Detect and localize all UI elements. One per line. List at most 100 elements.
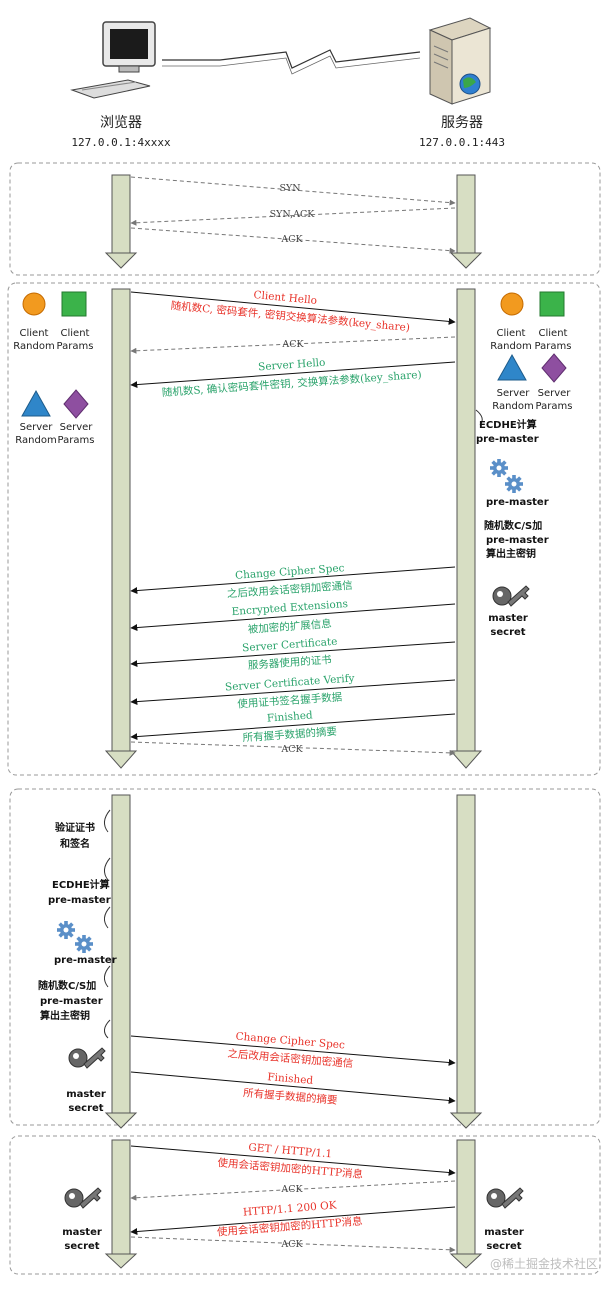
tcp-handshake-panel: SYN SYN,ACK ACK bbox=[9, 162, 601, 276]
http-ack-arrow-1 bbox=[130, 1180, 456, 1201]
http-client-secret: secret bbox=[64, 1241, 99, 1252]
server-side-server-params-label: Server bbox=[538, 388, 572, 399]
server-secret-label: secret bbox=[490, 627, 525, 638]
server-side-client-params-label-2: Params bbox=[535, 341, 572, 352]
server-derive-line-2: pre-master bbox=[486, 535, 549, 546]
synack-label: SYN,ACK bbox=[270, 209, 316, 220]
server-side-client-random-label-2: Random bbox=[490, 341, 531, 352]
server-lifeline bbox=[449, 288, 483, 769]
server-lifeline bbox=[449, 794, 483, 1129]
syn-arrow bbox=[130, 176, 456, 206]
browser-lifeline bbox=[104, 174, 138, 269]
ecdhe-bracket bbox=[475, 409, 483, 426]
finished-label: Finished bbox=[266, 709, 313, 724]
ack-label-1: ACK bbox=[281, 339, 304, 350]
server-hello-arrow bbox=[130, 361, 456, 389]
server-side-server-random-label-2: Random bbox=[492, 401, 533, 412]
http-response-label: HTTP/1.1 200 OK bbox=[243, 1199, 338, 1218]
browser-address: 127.0.0.1:4xxxx bbox=[71, 136, 171, 149]
watermark: @稀土掘金技术社区 bbox=[490, 1256, 598, 1271]
client-ecdhe-premaster: pre-master bbox=[48, 895, 111, 906]
http-client-master: master bbox=[62, 1227, 102, 1238]
server-master-label: master bbox=[488, 613, 528, 624]
ccs-arrow bbox=[130, 566, 456, 595]
client-random-circle-icon bbox=[22, 292, 46, 316]
http-ack-arrow-2 bbox=[130, 1236, 456, 1253]
cv-label: Server Certificate Verify bbox=[225, 672, 355, 693]
verify-cert-line-1: 验证证书 bbox=[55, 821, 95, 834]
key-icon bbox=[486, 1187, 524, 1209]
key-icon bbox=[492, 585, 530, 607]
http-get-label: GET / HTTP/1.1 bbox=[248, 1142, 333, 1161]
server-side-server-params-label-2: Params bbox=[536, 401, 573, 412]
http-ack-label-1: ACK bbox=[280, 1184, 303, 1195]
server-side-server-random-icon bbox=[497, 353, 527, 381]
server-premaster-label: pre-master bbox=[486, 497, 549, 508]
server-params-diamond-icon bbox=[63, 389, 89, 419]
client-derive-line-3: 算出主密钥 bbox=[39, 1009, 90, 1022]
browser-lifeline bbox=[104, 288, 138, 769]
finished-arrow bbox=[130, 713, 456, 741]
server-side-server-params-icon bbox=[541, 353, 567, 383]
client-side-server-random-label-2: Random bbox=[15, 435, 56, 446]
tls-client-panel: 验证证书 和签名 ECDHE计算 pre-master pre-master 随… bbox=[9, 788, 601, 1129]
server-ecdhe-label: ECDHE计算 bbox=[479, 418, 537, 431]
ack-label-2: ACK bbox=[280, 744, 303, 755]
client-side-server-random-label: Server bbox=[20, 422, 54, 433]
client-finished-label: Finished bbox=[267, 1071, 314, 1087]
server-address: 127.0.0.1:443 bbox=[419, 136, 505, 149]
ee-arrow bbox=[130, 603, 456, 632]
server-side-client-random-label: Client bbox=[497, 328, 526, 339]
client-derive-line-2: pre-master bbox=[40, 996, 103, 1007]
ack-arrow bbox=[130, 227, 456, 254]
gear-icon bbox=[57, 921, 93, 953]
ack-arrow-2 bbox=[130, 741, 456, 756]
client-ccs-label: Change Cipher Spec bbox=[235, 1031, 345, 1052]
key-icon bbox=[68, 1047, 106, 1069]
server-side-client-random-icon bbox=[500, 292, 524, 316]
http-response-arrow bbox=[130, 1206, 456, 1236]
http-response-desc: 使用会话密钥加密的HTTP消息 bbox=[216, 1214, 363, 1238]
http-panel: master secret master secret GET / HTTP/1… bbox=[9, 1135, 601, 1275]
client-secret-label: secret bbox=[68, 1103, 103, 1114]
gear-icon bbox=[490, 459, 523, 493]
server-hello-desc: 随机数S, 确认密码套件密钥, 交换算法参数(key_share) bbox=[161, 368, 422, 399]
tls-server-panel: Client Random Client Params Server Rando… bbox=[7, 282, 601, 776]
ccs-desc: 之后改用会话密钥加密通信 bbox=[226, 579, 353, 601]
verify-cert-line-2: 和签名 bbox=[59, 837, 90, 850]
server-derive-line-3: 算出主密钥 bbox=[485, 547, 536, 560]
browser-label: 浏览器 bbox=[100, 115, 142, 131]
cert-label: Server Certificate bbox=[242, 636, 338, 655]
server-side-client-params-icon bbox=[539, 291, 565, 317]
server-label: 服务器 bbox=[441, 115, 483, 131]
syn-label: SYN bbox=[279, 183, 300, 194]
lightning-link-icon bbox=[162, 49, 421, 75]
ack-label: ACK bbox=[280, 234, 303, 245]
client-ecdhe-label: ECDHE计算 bbox=[52, 878, 110, 891]
client-derive-line-1: 随机数C/S加 bbox=[38, 979, 96, 992]
cert-arrow bbox=[130, 641, 456, 668]
client-random-label-2: Random bbox=[13, 341, 54, 352]
http-get-desc: 使用会话密钥加密的HTTP消息 bbox=[217, 1156, 364, 1181]
ee-desc: 被加密的扩展信息 bbox=[247, 617, 332, 636]
cert-desc: 服务器使用的证书 bbox=[247, 653, 332, 672]
computer-icon bbox=[70, 21, 156, 99]
http-server-secret: secret bbox=[486, 1241, 521, 1252]
server-lifeline bbox=[449, 174, 483, 269]
browser-lifeline bbox=[104, 1139, 138, 1269]
client-params-label-2: Params bbox=[57, 341, 94, 352]
http-server-master: master bbox=[484, 1227, 524, 1238]
server-side-server-random-label: Server bbox=[497, 388, 531, 399]
client-hello-arrow bbox=[130, 291, 456, 325]
client-side-server-params-label: Server bbox=[60, 422, 94, 433]
http-ack-label-2: ACK bbox=[280, 1239, 303, 1250]
client-params-label: Client bbox=[61, 328, 90, 339]
client-master-label: master bbox=[66, 1089, 106, 1100]
client-hello-label: Client Hello bbox=[253, 289, 318, 307]
browser-node: 浏览器 127.0.0.1:4xxxx bbox=[70, 21, 171, 149]
server-ecdhe-premaster: pre-master bbox=[476, 434, 539, 445]
server-derive-line-1: 随机数C/S加 bbox=[484, 519, 542, 532]
ee-label: Encrypted Extensions bbox=[231, 598, 348, 618]
server-node: 服务器 127.0.0.1:443 bbox=[419, 17, 505, 149]
